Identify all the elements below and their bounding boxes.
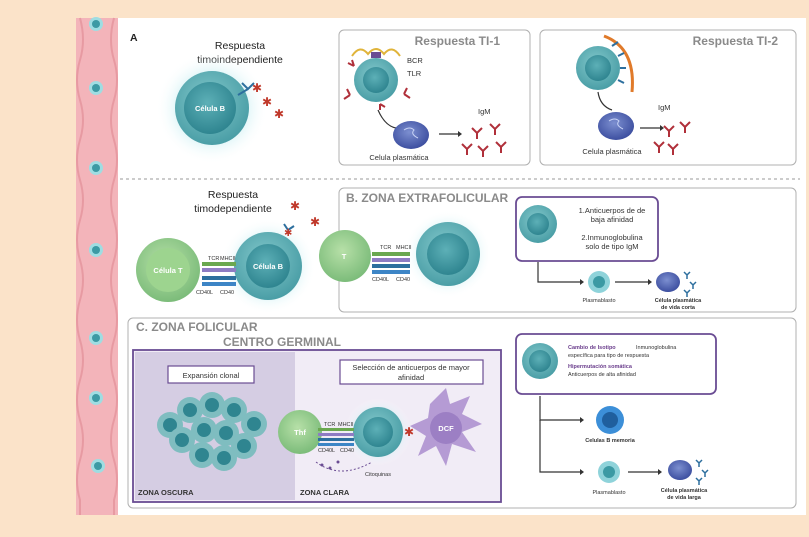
igm-antibodies	[461, 123, 507, 157]
thf-label: Thf	[294, 428, 306, 437]
clonal-cells	[157, 392, 267, 471]
bcr-label: BCR	[407, 56, 423, 65]
dark-zone-label: ZONA OSCURA	[138, 488, 194, 497]
ti-response-title-1: Respuesta	[215, 40, 265, 52]
clonal-expansion-label: Expansión clonal	[183, 371, 240, 380]
isotype-title: Cambio de Isotipo	[568, 345, 616, 351]
hyper-text: Anticuerpos de alta afinidad	[568, 372, 636, 378]
td-response-title-2: timodependiente	[194, 203, 272, 215]
selection-label-2: afinidad	[398, 373, 424, 382]
dcf-label: DCF	[438, 424, 454, 433]
ti2-plasma-label: Celula plasmática	[582, 147, 642, 156]
svg-text:✱: ✱	[404, 425, 414, 439]
svg-text:✱: ✱	[284, 228, 292, 239]
ti2-panel: Respuesta TI-2 Celula plasmática IgM	[539, 29, 797, 166]
b-cell-label-2: Célula B	[253, 262, 284, 271]
cd40-label: CD40	[220, 290, 234, 296]
td-response-title-1: Respuesta	[208, 189, 258, 201]
cd40-label-c: CD40	[340, 448, 354, 454]
ti1-panel: Respuesta TI-1 BCR TLR Celula plasmática…	[338, 29, 531, 166]
tcr-label: TCR	[208, 256, 219, 262]
antigen-icon: ✱	[252, 81, 262, 95]
plasma-short-1: Célula plasmática	[655, 298, 702, 304]
tlr-label: TLR	[407, 69, 422, 78]
cd40l-label: CD40L	[196, 290, 213, 296]
extra-box-line-3: 2.Inmunoglobulina	[581, 233, 643, 242]
cd40-label-b: CD40	[396, 277, 410, 283]
cytokines-label: Citoquinas	[365, 472, 391, 478]
hyper-title: Hipermutación somática	[568, 364, 633, 370]
selection-label-1: Selección de anticuerpos de mayor	[352, 363, 470, 372]
section-a-label: A	[130, 32, 138, 44]
light-zone-label: ZONA CLARA	[300, 488, 350, 497]
cd40l-label-c: CD40L	[318, 448, 335, 454]
plasma-long-2: de vida larga	[667, 495, 702, 501]
t-label: T	[342, 252, 347, 261]
extra-box-line-1: 1.Anticuerpos de de	[579, 206, 646, 215]
extra-box-line-2: baja afinidad	[591, 215, 634, 224]
antigen-icon: ✱	[290, 199, 300, 213]
tcr-label-b: TCR	[380, 245, 391, 251]
extrafollicular-panel: B. ZONA EXTRAFOLICULAR T TCR MHCII CD40L…	[319, 187, 797, 313]
antigen-icon: ✱	[262, 95, 272, 109]
mhcii-label: MHCII	[220, 256, 236, 262]
mhcii-label-b: MHCII	[396, 245, 412, 251]
ti2-title: Respuesta TI-2	[693, 34, 779, 48]
section-c-title: C. ZONA FOLICULAR	[136, 320, 258, 334]
extra-box-line-4: solo de tipo IgM	[586, 242, 639, 251]
cd40l-label-b: CD40L	[372, 277, 389, 283]
ti1-igm-label: IgM	[478, 107, 491, 116]
section-b-title: B. ZONA EXTRAFOLICULAR	[346, 191, 509, 205]
antigen-icon: ✱	[310, 215, 320, 229]
t-cell-label: Célula T	[153, 266, 183, 275]
memory-b-label: Celulas B memoria	[585, 438, 635, 444]
plasma-long-1: Célula plasmática	[661, 488, 708, 494]
follicular-panel: C. ZONA FOLICULAR CENTRO GERMINAL Expans…	[127, 317, 797, 509]
ti1-plasma-label: Celula plasmática	[369, 153, 429, 162]
dendritic-cell: DCF ✱	[404, 388, 482, 466]
tcr-label-c: TCR	[324, 422, 335, 428]
plasma-short-2: de vida corta	[661, 305, 696, 311]
mhcii-label-c: MHCII	[338, 422, 354, 428]
ti1-title: Respuesta TI-1	[415, 34, 501, 48]
ti2-igm-label: IgM	[658, 103, 671, 112]
td-synapse: Célula T Célula B TCR MHCII CD40L CD40 ✱	[136, 218, 316, 314]
igm-antibodies	[653, 121, 691, 155]
isotype-text-2: específica para tipo de respuesta	[568, 353, 650, 359]
germinal-center-title: CENTRO GERMINAL	[223, 335, 341, 349]
antigen-icon: ✱	[274, 107, 284, 121]
plasmablast-c: Plasmablasto	[592, 490, 625, 496]
b-cell-label: Célula B	[195, 104, 226, 113]
b-cell-ti: Célula B ✱ ✱ ✱	[156, 52, 284, 164]
lymph-vessel	[76, 17, 118, 515]
isotype-text-1: Inmunoglobulina	[636, 345, 677, 351]
plasmablast-b: Plasmablasto	[582, 298, 615, 304]
